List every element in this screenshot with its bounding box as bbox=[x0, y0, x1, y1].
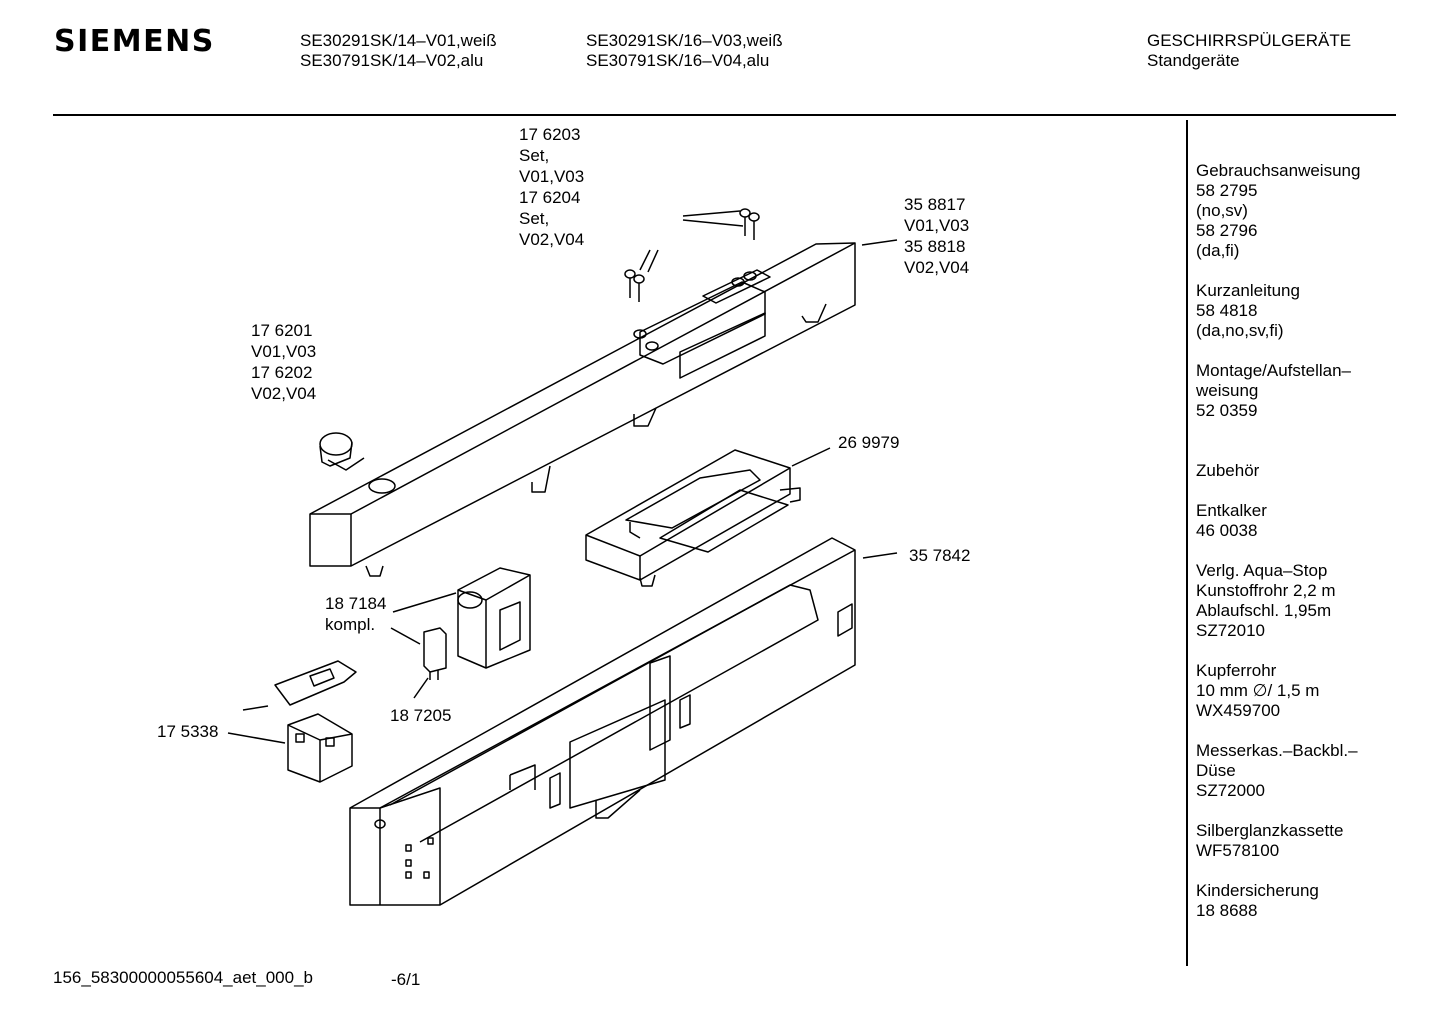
accessory-line: Messerkas.–Backbl.– bbox=[1196, 741, 1358, 760]
accessory-line: Montage/Aufstellan– bbox=[1196, 361, 1351, 380]
part-line: V02,V04 bbox=[251, 384, 317, 403]
accessory-line: SZ72000 bbox=[1196, 781, 1265, 800]
model-line: SE30791SK/14–V02,alu bbox=[300, 51, 484, 70]
door-switch-assembly bbox=[457, 567, 531, 669]
label-part-176201: 17 6201 V01,V03 17 6202 V02,V04 bbox=[251, 320, 316, 404]
category-line: GESCHIRRSPÜLGERÄTE bbox=[1147, 31, 1352, 50]
indicator-pins bbox=[624, 208, 760, 302]
part-line: Set, bbox=[519, 146, 550, 165]
label-part-269979: 26 9979 bbox=[838, 432, 899, 453]
label-part-357842: 35 7842 bbox=[909, 545, 970, 566]
label-part-187205: 18 7205 bbox=[390, 705, 451, 726]
part-line: V01,V03 bbox=[519, 167, 585, 186]
part-line: V01,V03 bbox=[251, 342, 317, 361]
model-line: SE30291SK/16–V03,weiß bbox=[586, 31, 783, 50]
accessory-line: SZ72010 bbox=[1196, 621, 1265, 640]
product-category: GESCHIRRSPÜLGERÄTE Standgeräte bbox=[1147, 31, 1351, 71]
lower-frame bbox=[349, 537, 856, 906]
accessory-line: 58 2796 bbox=[1196, 221, 1258, 240]
accessory-line: Kindersicherung bbox=[1196, 881, 1319, 900]
model-line: SE30791SK/16–V04,alu bbox=[586, 51, 770, 70]
selector-knob bbox=[319, 432, 365, 471]
part-line: kompl. bbox=[325, 615, 376, 634]
micro-switch bbox=[423, 627, 447, 680]
accessory-line: Verlg. Aqua–Stop bbox=[1196, 561, 1328, 580]
part-line: 17 5338 bbox=[157, 722, 219, 741]
siemens-logo: SIEMENS bbox=[54, 24, 215, 59]
accessory-line: 46 0038 bbox=[1196, 521, 1258, 540]
leader-lines bbox=[227, 210, 898, 744]
electronic-module bbox=[585, 449, 801, 587]
accessory-line: Kupferrohr bbox=[1196, 661, 1277, 680]
accessory-line bbox=[1196, 441, 1360, 461]
accessory-line: Kurzanleitung bbox=[1196, 281, 1300, 300]
accessory-line: Gebrauchsanweisung bbox=[1196, 161, 1361, 180]
accessory-line: Kunstoffrohr 2,2 m bbox=[1196, 581, 1336, 600]
part-line: Set, bbox=[519, 209, 550, 228]
accessory-line: (da,fi) bbox=[1196, 241, 1240, 260]
label-part-175338: 17 5338 bbox=[157, 721, 218, 742]
label-part-176203: 17 6203 Set, V01,V03 17 6204 Set, V02,V0… bbox=[519, 124, 584, 250]
category-line: Standgeräte bbox=[1147, 51, 1240, 70]
model-list-1: SE30291SK/14–V01,weiß SE30791SK/14–V02,a… bbox=[300, 31, 497, 71]
accessory-line: WX459700 bbox=[1196, 701, 1281, 720]
accessory-line: WF578100 bbox=[1196, 841, 1280, 860]
model-list-2: SE30291SK/16–V03,weiß SE30791SK/16–V04,a… bbox=[586, 31, 783, 71]
accessory-line: 52 0359 bbox=[1196, 401, 1258, 420]
part-line: 35 7842 bbox=[909, 546, 971, 565]
part-line: 35 8818 bbox=[904, 237, 966, 256]
part-line: V02,V04 bbox=[904, 258, 970, 277]
document-id: 156_58300000055604_aet_000_b bbox=[53, 968, 313, 987]
part-line: 17 6202 bbox=[251, 363, 313, 382]
header-divider bbox=[53, 114, 1396, 116]
sidebar-divider bbox=[1186, 120, 1188, 966]
part-line: 18 7184 bbox=[325, 594, 387, 613]
part-line: 26 9979 bbox=[838, 433, 900, 452]
control-panel-bar bbox=[309, 242, 856, 577]
part-line: 17 6204 bbox=[519, 188, 581, 207]
accessory-line: Entkalker bbox=[1196, 501, 1267, 520]
accessory-line: (no,sv) bbox=[1196, 201, 1248, 220]
part-line: 18 7205 bbox=[390, 706, 452, 725]
accessory-line: Zubehör bbox=[1196, 461, 1260, 480]
part-line: 35 8817 bbox=[904, 195, 966, 214]
model-line: SE30291SK/14–V01,weiß bbox=[300, 31, 497, 50]
accessory-line: 10 mm ∅/ 1,5 m bbox=[1196, 681, 1320, 700]
part-line: 17 6203 bbox=[519, 125, 581, 144]
accessory-line: 18 8688 bbox=[1196, 901, 1258, 920]
part-line: V01,V03 bbox=[904, 216, 970, 235]
exploded-parts-drawing bbox=[227, 208, 898, 906]
accessory-line: Silberglanzkassette bbox=[1196, 821, 1344, 840]
accessory-group: Zubehör bbox=[1196, 441, 1360, 481]
page-number: -6/1 bbox=[391, 970, 421, 989]
accessory-line: 58 2795 bbox=[1196, 181, 1258, 200]
label-part-187184: 18 7184 kompl. bbox=[325, 593, 386, 635]
accessory-line: (da,no,sv,fi) bbox=[1196, 321, 1284, 340]
accessory-line: Düse bbox=[1196, 761, 1236, 780]
relay-block bbox=[274, 660, 357, 783]
label-part-358817: 35 8817 V01,V03 35 8818 V02,V04 bbox=[904, 194, 969, 278]
accessory-line: 58 4818 bbox=[1196, 301, 1258, 320]
accessory-line: weisung bbox=[1196, 381, 1259, 400]
part-line: V02,V04 bbox=[519, 230, 585, 249]
accessory-line: Ablaufschl. 1,95m bbox=[1196, 601, 1332, 620]
part-line: 17 6201 bbox=[251, 321, 313, 340]
